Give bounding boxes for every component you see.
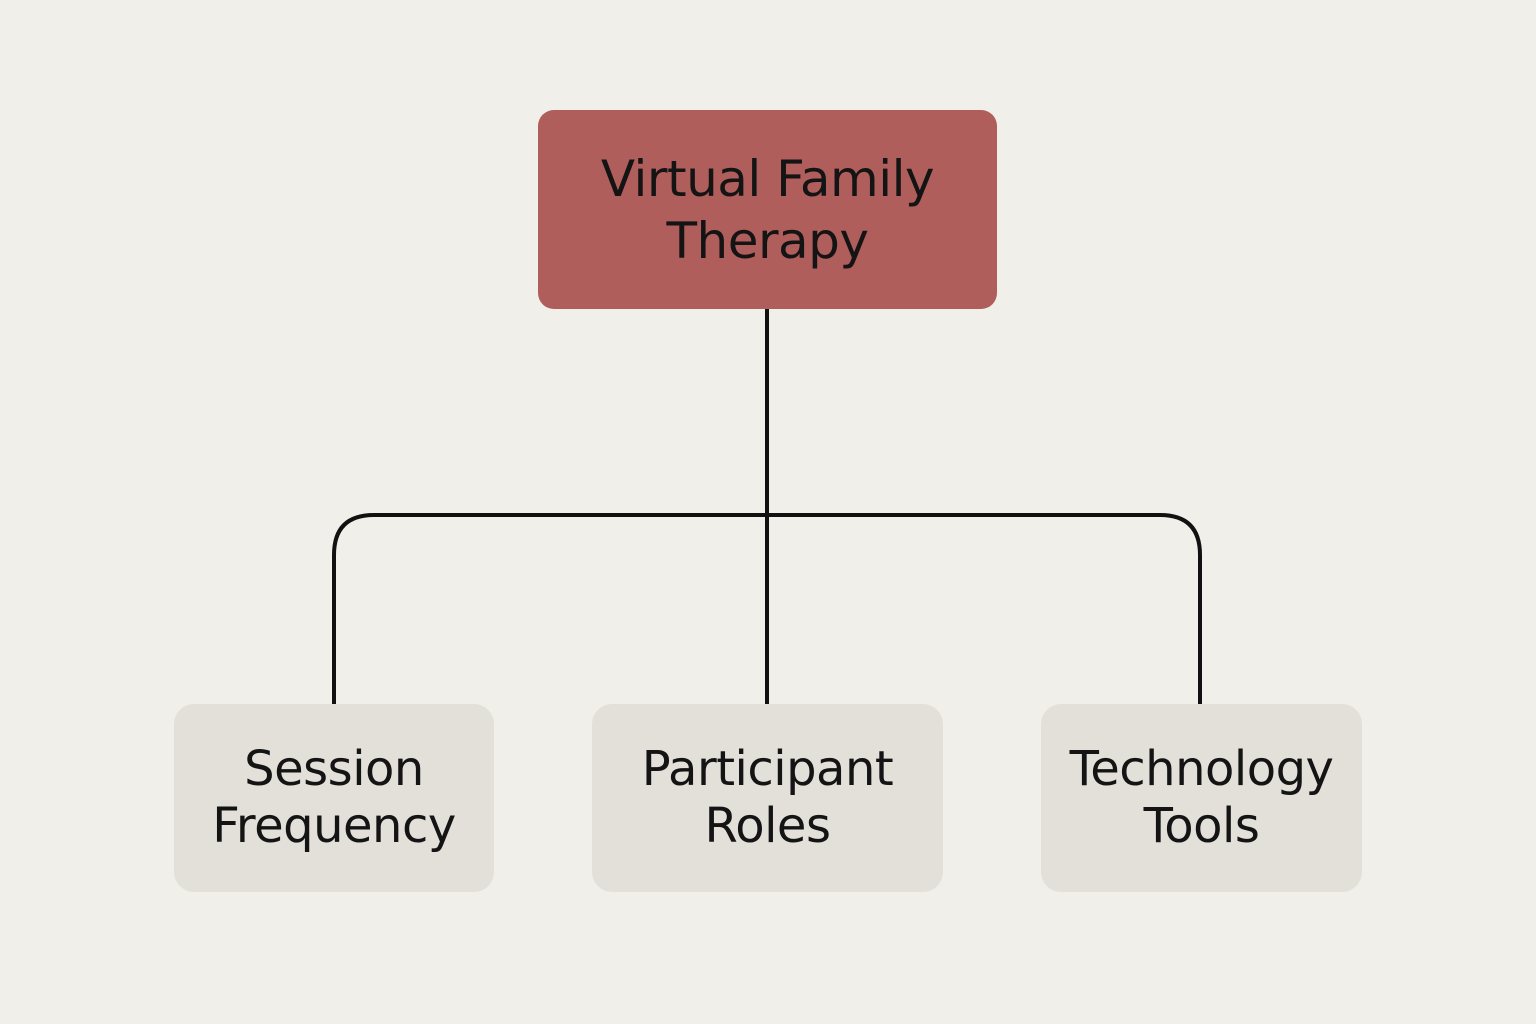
child-node-technology-tools: Technology Tools — [1041, 704, 1362, 892]
child-node-participant-roles: Participant Roles — [592, 704, 943, 892]
child-node-label: Technology Tools — [1069, 741, 1334, 854]
child-node-session-frequency: Session Frequency — [174, 704, 494, 892]
root-node-label: Virtual Family Therapy — [600, 149, 935, 270]
child-node-label: Session Frequency — [212, 741, 456, 854]
child-node-label: Participant Roles — [641, 741, 894, 854]
root-node: Virtual Family Therapy — [538, 110, 997, 309]
connector-bus — [332, 513, 1202, 706]
